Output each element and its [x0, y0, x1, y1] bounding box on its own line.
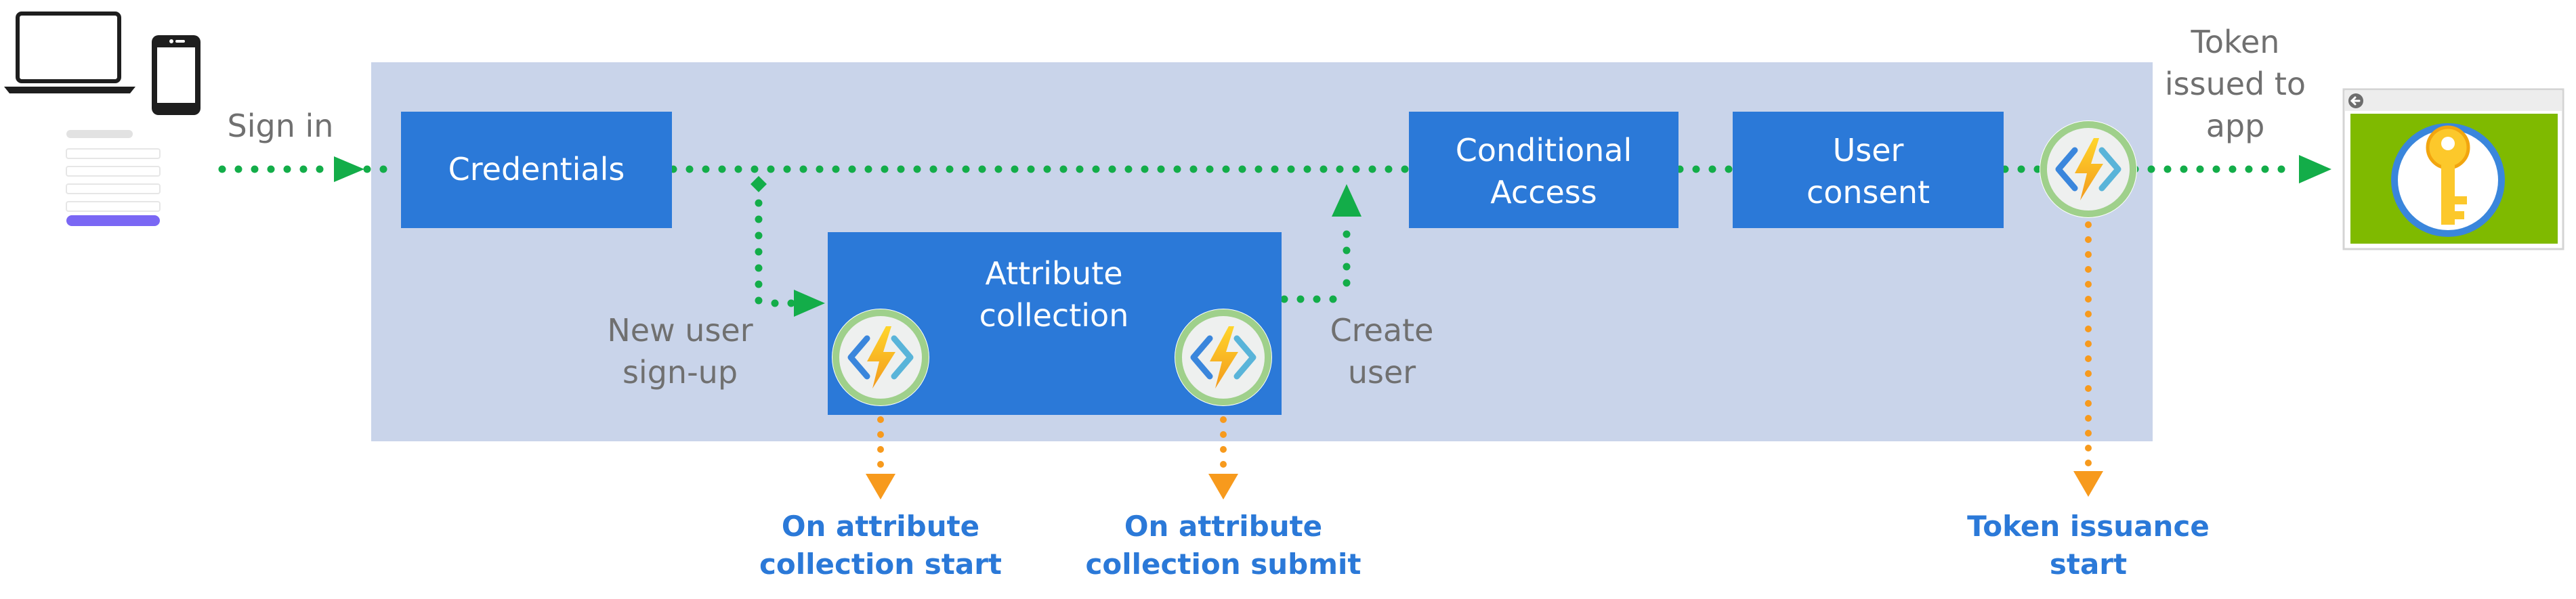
conditional-access-label-line1: Conditional: [1456, 132, 1632, 169]
create-user-label-line1: Create: [1330, 312, 1434, 349]
on-attribute-collection-start-label-line1: On attribute: [782, 510, 979, 543]
attribute-collection-label-line1: Attribute: [985, 255, 1122, 292]
app-key-icon: [2342, 88, 2564, 250]
token-issuance-start-label-line1: Token issuance: [1967, 510, 2210, 543]
event-arrows: [866, 221, 2103, 500]
token-issued-label-line3: app: [2206, 108, 2265, 144]
sign-in-form-icon: [66, 130, 161, 226]
token-issuance-start-label-line2: start: [2050, 548, 2127, 581]
user-consent-label-line2: consent: [1807, 174, 1930, 210]
conditional-access-label-line2: Access: [1490, 174, 1597, 210]
azure-function-icon: [832, 309, 929, 406]
attribute-collection-label-line2: collection: [979, 297, 1129, 334]
laptop-and-phone-icon: [4, 12, 200, 115]
create-user-flow: [1280, 184, 1361, 303]
user-consent-box: User consent: [1733, 112, 2004, 228]
token-issued-label-line1: Token: [2191, 24, 2280, 60]
credentials-label: Credentials: [448, 151, 625, 187]
azure-function-icon: [2040, 120, 2137, 218]
sign-in-label: Sign in: [228, 108, 334, 144]
conditional-access-box: Conditional Access: [1409, 112, 1678, 228]
new-user-signup-label-line2: sign-up: [622, 354, 738, 391]
new-user-signup-flow: [751, 176, 825, 317]
on-attribute-collection-start-label-line2: collection start: [759, 548, 1002, 581]
credentials-box: Credentials: [401, 112, 672, 228]
azure-function-icon: [1175, 309, 1272, 406]
token-issued-label-line2: issued to: [2165, 66, 2306, 102]
on-attribute-collection-submit-label-line1: On attribute: [1124, 510, 1322, 543]
user-consent-label-line1: User: [1833, 132, 1904, 169]
new-user-signup-label-line1: New user: [607, 312, 753, 349]
create-user-label-line2: user: [1348, 354, 1416, 391]
on-attribute-collection-submit-label-line2: collection submit: [1086, 548, 1361, 581]
